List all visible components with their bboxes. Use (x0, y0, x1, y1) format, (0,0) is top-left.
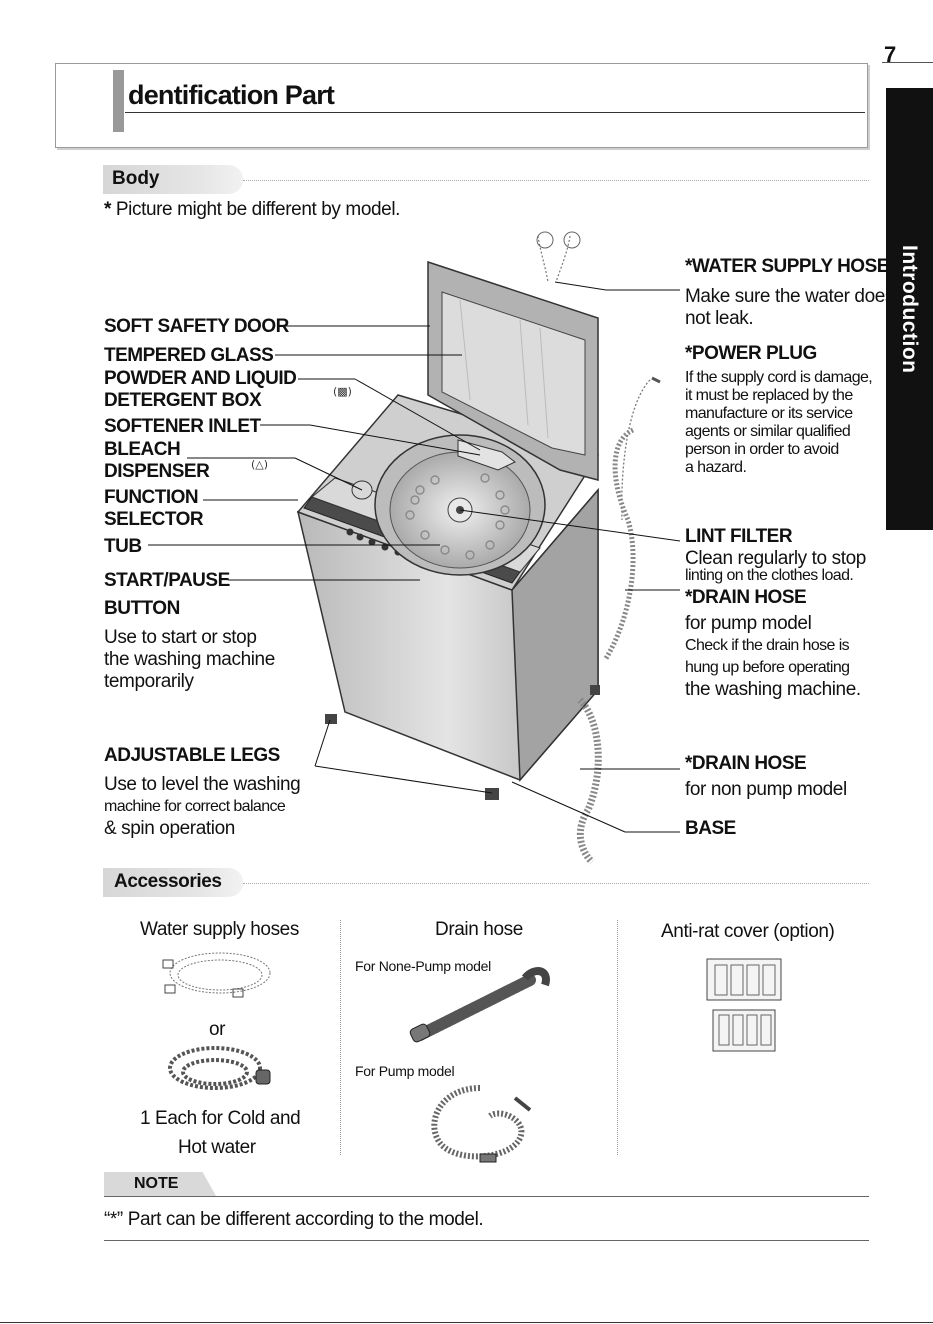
title-underline (125, 112, 865, 113)
label-bleach-1: BLEACH (104, 439, 181, 460)
water-hoses-title: Water supply hoses (140, 919, 299, 940)
page-number-rule (882, 62, 933, 63)
accessories-section-tab (103, 868, 243, 897)
drain-hose-nonpump-image (409, 967, 550, 1043)
title-frame (55, 63, 868, 148)
page-number: 7 (884, 42, 897, 67)
drain-pump-desc-3: hung up before operating (685, 659, 850, 676)
anti-rat-title: Anti-rat cover (option) (661, 921, 835, 942)
start-desc-3: temporarily (104, 671, 194, 692)
pump-caption: For Pump model (355, 1063, 455, 1079)
label-powder-liquid-1: POWDER AND LIQUID (104, 368, 297, 389)
label-start-pause-1: START/PAUSE (104, 570, 230, 591)
label-base: BASE (685, 818, 736, 839)
power-desc-1: If the supply cord is damage, (685, 369, 873, 386)
drain-pump-desc-4: the washing machine. (685, 679, 861, 700)
none-pump-caption: For None-Pump model (355, 958, 491, 974)
label-tempered-glass: TEMPERED GLASS (104, 345, 274, 366)
power-desc-3: manufacture or its service (685, 405, 853, 422)
label-tub: TUB (104, 536, 142, 557)
each-line-2: Hot water (178, 1137, 256, 1158)
power-desc-2: it must be replaced by the (685, 387, 853, 404)
body-section-tab (103, 165, 243, 194)
label-power-plug: *POWER PLUG (685, 343, 817, 364)
column-divider (617, 920, 618, 1155)
start-desc-2: the washing machine (104, 649, 275, 670)
accessories-heading-rule (243, 883, 869, 884)
page-bottom-rule (0, 1322, 933, 1323)
label-lint-filter: LINT FILTER (685, 526, 793, 547)
power-desc-4: agents or similar qualified (685, 423, 851, 440)
detergent-box (457, 439, 516, 471)
svg-text:(△): (△) (251, 458, 268, 471)
or-text: or (209, 1019, 226, 1040)
legs-desc-3: & spin operation (104, 818, 235, 839)
label-function-1: FUNCTION (104, 487, 199, 508)
page-title: dentification Part (128, 80, 335, 110)
label-start-pause-2: BUTTON (104, 598, 180, 619)
lint-desc-2: linting on the clothes load. (685, 567, 854, 584)
water-supply-hose-coil-image (162, 952, 271, 998)
label-bleach-2: DISPENSER (104, 461, 210, 482)
power-desc-6: a hazard. (685, 459, 747, 476)
drain-hose-pump-image (431, 1085, 532, 1163)
water-supply-desc-2: not leak. (685, 308, 754, 329)
label-water-supply-hose: *WATER SUPPLY HOSE (685, 256, 889, 277)
lid-glass (441, 291, 586, 456)
washing-machine-illustration: (▩) (△) (148, 231, 681, 865)
note-text: “*” Part can be different according to t… (104, 1209, 484, 1230)
lint-desc-1: Clean regularly to stop (685, 548, 866, 569)
drain-hose-title: Drain hose (435, 919, 523, 940)
title-accent-bar (113, 70, 124, 132)
note-top-rule (104, 1196, 869, 1197)
label-softener-inlet: SOFTENER INLET (104, 416, 261, 437)
label-adjustable-legs: ADJUSTABLE LEGS (104, 745, 280, 766)
water-supply-desc-1: Make sure the water does (685, 286, 895, 307)
each-line-1: 1 Each for Cold and (140, 1108, 301, 1129)
model-note-text: Picture might be different by model. (115, 199, 401, 220)
side-section-tab (886, 88, 933, 530)
column-divider (340, 920, 341, 1155)
model-note: * Picture might be different by model. (104, 199, 400, 221)
label-drain-hose-pump: *DRAIN HOSE (685, 587, 807, 608)
label-function-2: SELECTOR (104, 509, 204, 530)
label-soft-safety-door: SOFT SAFETY DOOR (104, 316, 289, 337)
drain-pump-desc-1: for pump model (685, 613, 812, 634)
drain-nonpump-desc: for non pump model (685, 779, 847, 800)
note-label: NOTE (134, 1175, 179, 1192)
asterisk: * (104, 199, 111, 220)
body-heading-rule (243, 180, 869, 181)
note-tab (104, 1172, 216, 1196)
accessories-heading: Accessories (114, 871, 222, 892)
power-desc-5: person in order to avoid (685, 441, 839, 458)
start-desc-1: Use to start or stop (104, 627, 257, 648)
note-bottom-rule (104, 1240, 869, 1241)
anti-rat-cover-image (706, 958, 782, 1052)
label-powder-liquid-2: DETERGENT BOX (104, 390, 262, 411)
label-drain-hose-nonpump: *DRAIN HOSE (685, 753, 807, 774)
water-supply-hose-braided-image (168, 1046, 271, 1090)
drain-pump-desc-2: Check if the drain hose is (685, 637, 850, 654)
svg-text:(▩): (▩) (333, 385, 352, 398)
legs-desc-2: machine for correct balance (104, 798, 286, 815)
body-heading: Body (112, 168, 160, 189)
legs-desc-1: Use to level the washing (104, 774, 301, 795)
side-tab-label: Introduction (898, 245, 921, 374)
